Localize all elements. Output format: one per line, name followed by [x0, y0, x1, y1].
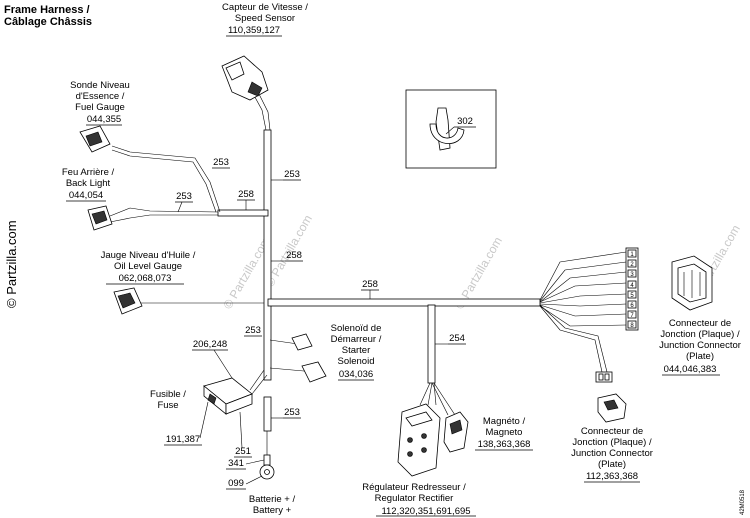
junction-right-part-number: 044,046,383 [664, 364, 717, 375]
pin-mark-8: 8 [630, 323, 634, 329]
diagram-title: Frame Harness / Câblage Châssis [4, 4, 92, 28]
branch-battery [263, 396, 272, 432]
oil-gauge-part-number: 062,068,073 [119, 273, 172, 284]
junction-right-label-4: (Plate) [686, 351, 714, 362]
fuse-label-1: Fusible / [150, 389, 186, 400]
callout-258-vertical: 258 [286, 250, 302, 261]
speed-sensor-connector [221, 55, 269, 101]
harness-callouts: 253 253 253 258 258 258 253 254 253 [175, 157, 466, 419]
junction-lower-label-3: Junction Connector [571, 448, 653, 459]
trunk-vertical [263, 129, 272, 381]
regulator-rectifier-connector [397, 403, 441, 477]
oil-gauge-label-2: Oil Level Gauge [114, 261, 182, 272]
lower-plate-pin-strip [595, 371, 613, 383]
solenoid-label-3: Starter [342, 345, 371, 356]
fuse-part-number-bottom: 191,387 [166, 434, 200, 445]
junction-right-label-3: Junction Connector [659, 340, 741, 351]
magneto-connector [443, 411, 469, 453]
cable-tie-inset [405, 89, 497, 169]
speed-sensor-label-2: Speed Sensor [235, 13, 295, 24]
drawing-code: 42M0518 [740, 489, 746, 515]
callout-254: 254 [449, 333, 465, 344]
oil-level-gauge-connector [113, 287, 143, 315]
junction-lower-label-4: (Plate) [598, 459, 626, 470]
starter-solenoid-terminals [291, 333, 327, 383]
harness-trunks [217, 129, 541, 432]
branch-regulator [427, 304, 436, 384]
callout-253-back-light: 253 [176, 191, 192, 202]
connector-pin-marks: 1 2 3 4 5 6 7 8 [630, 252, 634, 329]
fuel-gauge-label-2: d'Essence / [76, 91, 125, 102]
fuse-holder [203, 377, 253, 415]
branch-back-light [217, 209, 269, 217]
fuel-gauge-label-3: Fuel Gauge [75, 102, 125, 113]
watermark-left: © Partzilla.com [4, 220, 19, 308]
back-light-label-2: Back Light [66, 178, 111, 189]
back-light-label-1: Feu Arrière / [62, 167, 115, 178]
battery-terminal-number: 099 [228, 478, 244, 489]
junction-connector-body [671, 255, 713, 311]
callout-253-fuel: 253 [213, 157, 229, 168]
fuse-label-2: Fuse [157, 400, 178, 411]
solenoid-label-2: Démarreur / [331, 334, 382, 345]
pin-mark-6: 6 [630, 303, 634, 309]
title-line-2: Câblage Châssis [4, 16, 92, 28]
pin-mark-3: 3 [630, 272, 634, 278]
fuse-clip-number: 251 [235, 446, 251, 457]
back-light-part-number: 044,054 [69, 190, 103, 201]
callout-253-battery: 253 [284, 407, 300, 418]
regulator-label-2: Regulator Rectifier [375, 493, 454, 504]
solenoid-part-number: 034,036 [339, 369, 373, 380]
lower-plate-connector [597, 393, 627, 423]
solenoid-label-4: Solenoid [338, 356, 375, 367]
junction-lower-label-2: Jonction (Plaque) / [572, 437, 652, 448]
fuel-gauge-part-number: 044,355 [87, 114, 121, 125]
battery-label-1: Batterie + / [249, 494, 296, 505]
callout-253-top: 253 [284, 169, 300, 180]
callout-258-horizontal: 258 [362, 279, 378, 290]
wire-runs [109, 87, 627, 455]
junction-connector-pin-strip [625, 247, 639, 331]
speed-sensor-part-number: 110,359,127 [228, 25, 280, 36]
battery-label-2: Battery + [253, 505, 292, 516]
callout-258-left: 258 [238, 189, 254, 200]
fuse-part-number-top: 206,248 [193, 339, 227, 350]
battery-ring-number: 341 [228, 458, 244, 469]
junction-lower-label-1: Connecteur de [581, 426, 643, 437]
regulator-label-1: Régulateur Redresseur / [362, 482, 466, 493]
pin-mark-1: 1 [630, 252, 634, 258]
callout-253-lower: 253 [245, 325, 261, 336]
fuel-gauge-connector [79, 125, 111, 153]
solenoid-label-1: Solenoïd de [331, 323, 382, 334]
pin-mark-4: 4 [630, 283, 634, 289]
fuel-gauge-label-1: Sonde Niveau [70, 80, 130, 91]
magneto-label-2: Magneto [486, 427, 523, 438]
magneto-part-number: 138,363,368 [478, 439, 531, 450]
cable-tie-part-number: 302 [457, 116, 473, 127]
junction-lower-part-number: 112,363,368 [586, 471, 638, 482]
pin-mark-5: 5 [630, 293, 634, 299]
title-line-1: Frame Harness / [4, 4, 90, 16]
pin-mark-2: 2 [630, 262, 634, 268]
battery-terminal [259, 454, 275, 480]
magneto-label-1: Magnéto / [483, 416, 526, 427]
junction-right-label-2: Jonction (Plaque) / [660, 329, 740, 340]
speed-sensor-label-1: Capteur de Vitesse / [222, 2, 308, 13]
junction-right-label-1: Connecteur de [669, 318, 731, 329]
regulator-part-number: 112,320,351,691,695 [381, 506, 470, 517]
trunk-horizontal [267, 298, 541, 307]
pin-mark-7: 7 [630, 313, 634, 319]
back-light-connector [87, 205, 113, 231]
oil-gauge-label-1: Jauge Niveau d'Huile / [101, 250, 196, 261]
